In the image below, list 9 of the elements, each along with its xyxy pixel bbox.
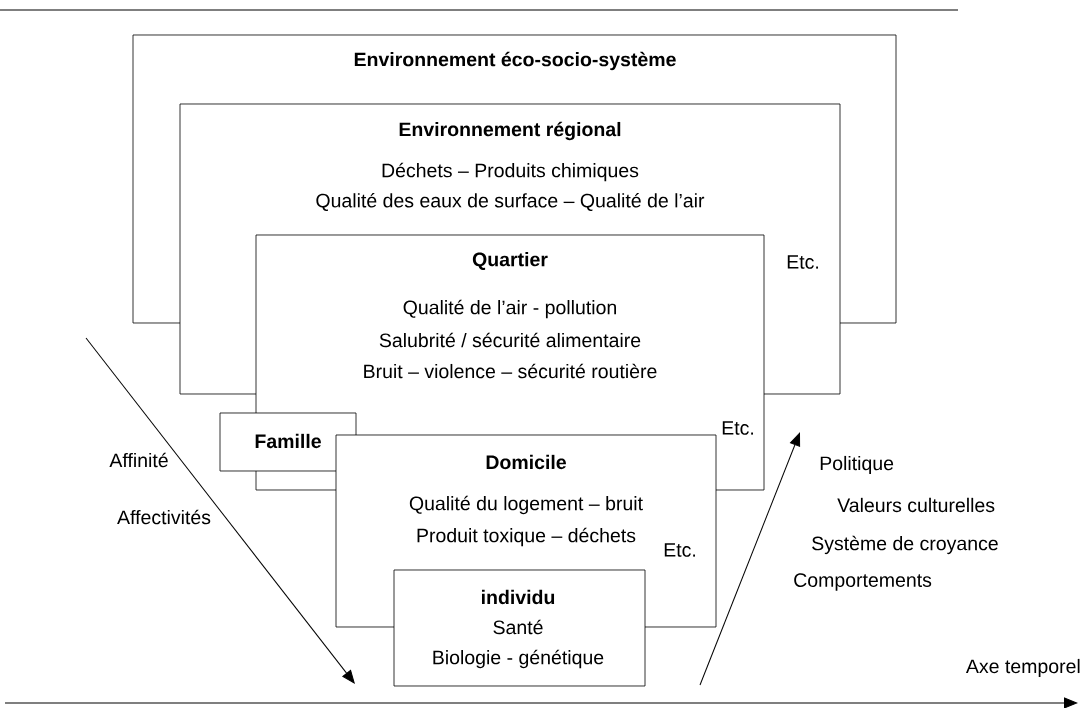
label: Valeurs culturelles — [837, 497, 995, 513]
box: Famille — [219, 412, 357, 472]
label: Système de croyance — [812, 535, 998, 555]
label: Comportements — [794, 573, 932, 591]
label: Axe temporel — [965, 658, 1080, 678]
label: Politique — [820, 455, 894, 475]
label: Affectivités — [117, 509, 211, 525]
box: individu Santé Biologie - génétique — [393, 569, 646, 687]
label: Affinité — [109, 452, 168, 468]
